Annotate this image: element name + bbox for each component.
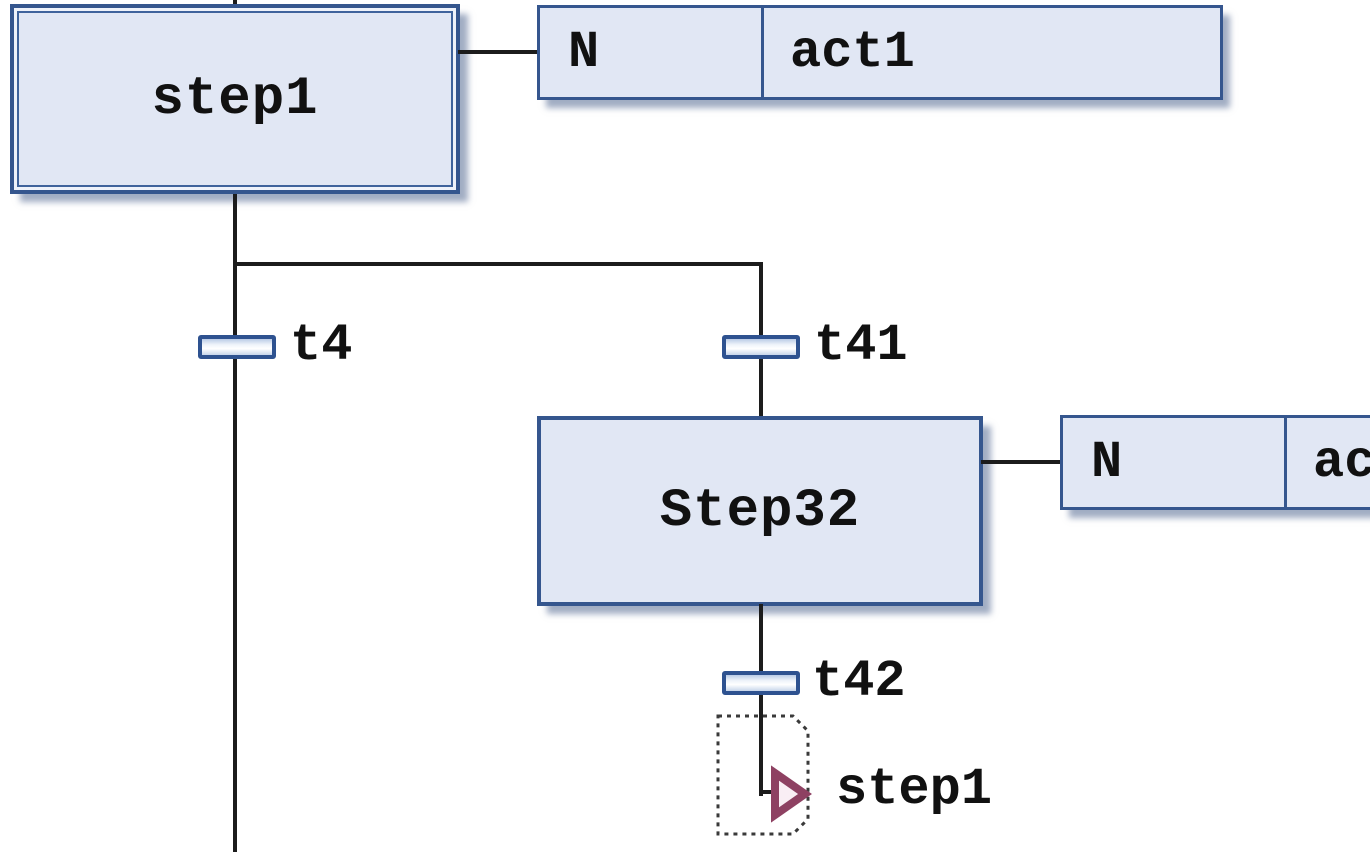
step-label: step1 [151,68,319,130]
jump-target-label: step1 [836,760,993,819]
action-name-cell[interactable]: ac [1287,418,1370,507]
step-step1[interactable]: step1 [10,4,460,194]
transition-t41-label: t41 [814,316,908,375]
transition-t41[interactable] [722,335,800,359]
step32-output-line [759,604,763,796]
left-branch-line [233,194,237,852]
transition-t42-label: t42 [812,652,906,711]
action-qualifier-cell[interactable]: N [1063,418,1287,507]
action-name: act1 [790,23,915,82]
selection-marquee [716,714,810,836]
transition-t42[interactable] [722,671,800,695]
entry-connector-line [233,0,237,5]
initial-step-double-border: step1 [17,11,453,187]
jump-arrow-icon[interactable] [770,765,812,823]
action-connector-line [981,460,1061,464]
divergence-branch-line [233,262,763,266]
transition-t4[interactable] [198,335,276,359]
action-connector-line [458,50,538,54]
action-qualifier: N [1091,433,1123,492]
step-label: Step32 [659,480,861,542]
transition-t4-label: t4 [290,316,353,375]
action-name-cell[interactable]: act1 [764,8,1220,97]
step-step32[interactable]: Step32 [537,416,983,606]
jump-elbow-line [761,790,775,794]
action-name: ac [1313,433,1370,492]
action-block-act1[interactable]: N act1 [537,5,1223,100]
action-block-ac[interactable]: N ac [1060,415,1370,510]
action-qualifier-cell[interactable]: N [540,8,764,97]
action-qualifier: N [568,23,600,82]
